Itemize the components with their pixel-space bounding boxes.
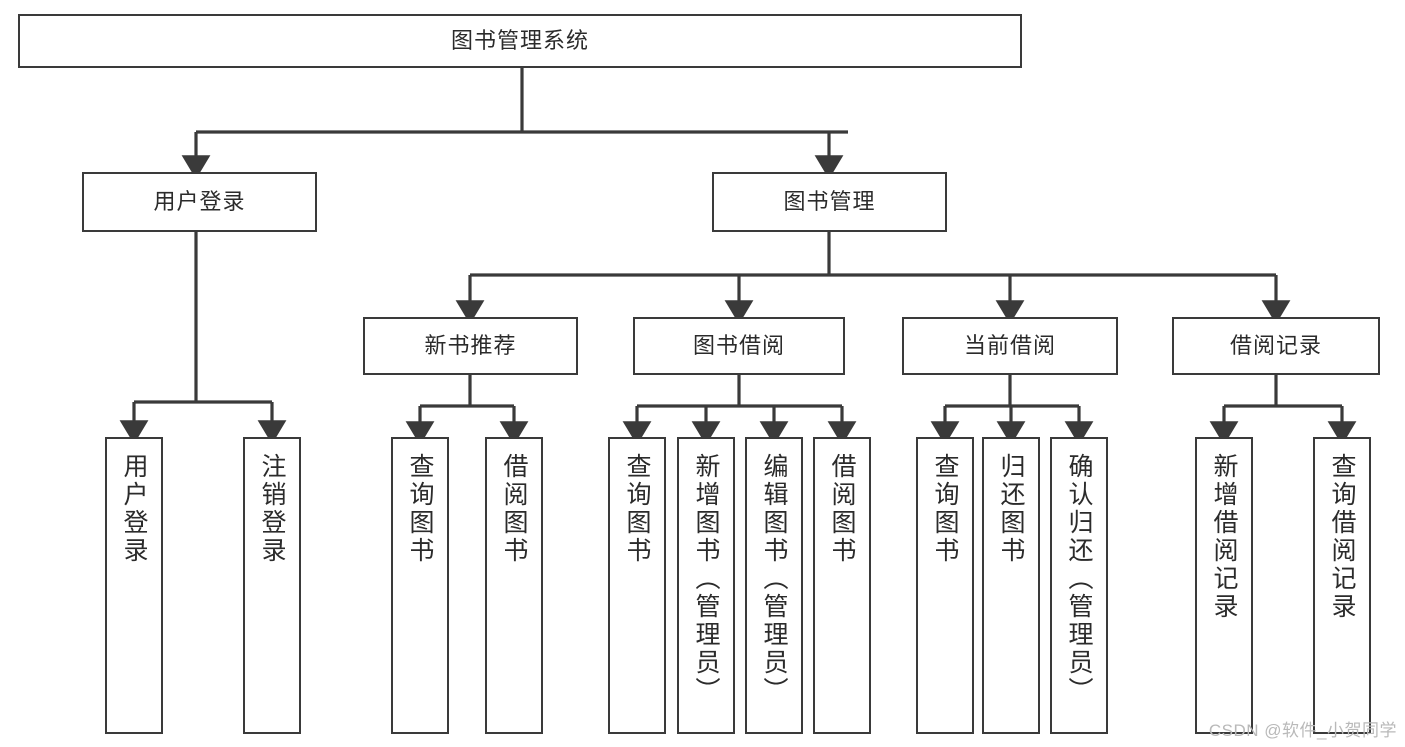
node-current-borrow[interactable]: 当前借阅 — [902, 317, 1118, 375]
node-leaf-query-book-3-label: 查询图书 — [931, 453, 959, 565]
node-current-borrow-label: 当前借阅 — [963, 333, 1056, 359]
node-leaf-borrow-book-2[interactable]: 借阅图书 — [813, 437, 871, 734]
node-leaf-query-book-2-label: 查询图书 — [623, 453, 651, 565]
node-root[interactable]: 图书管理系统 — [18, 14, 1022, 68]
node-new-book-rec-label: 新书推荐 — [424, 333, 517, 359]
node-leaf-logout-label: 注销登录 — [258, 453, 286, 565]
node-new-book-rec[interactable]: 新书推荐 — [363, 317, 578, 375]
node-leaf-add-book-label: 新增图书（管理员） — [692, 453, 720, 705]
node-book-borrow[interactable]: 图书借阅 — [633, 317, 845, 375]
node-leaf-edit-book-label: 编辑图书（管理员） — [760, 453, 788, 705]
node-user-login-label: 用户登录 — [153, 189, 246, 215]
node-leaf-confirm-return[interactable]: 确认归还（管理员） — [1050, 437, 1108, 734]
node-leaf-add-book[interactable]: 新增图书（管理员） — [677, 437, 735, 734]
node-leaf-user-login[interactable]: 用户登录 — [105, 437, 163, 734]
node-leaf-query-book-2[interactable]: 查询图书 — [608, 437, 666, 734]
node-book-manage-label: 图书管理 — [783, 189, 876, 215]
node-leaf-confirm-return-label: 确认归还（管理员） — [1065, 453, 1093, 705]
node-leaf-borrow-book-1-label: 借阅图书 — [500, 453, 528, 565]
node-leaf-add-record[interactable]: 新增借阅记录 — [1195, 437, 1253, 734]
node-leaf-query-record-label: 查询借阅记录 — [1328, 453, 1356, 621]
node-borrow-record-label: 借阅记录 — [1229, 333, 1322, 359]
node-leaf-borrow-book-1[interactable]: 借阅图书 — [485, 437, 543, 734]
node-leaf-add-record-label: 新增借阅记录 — [1210, 453, 1238, 621]
node-leaf-query-record[interactable]: 查询借阅记录 — [1313, 437, 1371, 734]
node-leaf-query-book-1[interactable]: 查询图书 — [391, 437, 449, 734]
node-leaf-query-book-3[interactable]: 查询图书 — [916, 437, 974, 734]
node-root-label: 图书管理系统 — [450, 28, 589, 54]
node-borrow-record[interactable]: 借阅记录 — [1172, 317, 1380, 375]
node-leaf-return-book-label: 归还图书 — [997, 453, 1025, 565]
node-leaf-user-login-label: 用户登录 — [120, 453, 148, 565]
node-leaf-logout[interactable]: 注销登录 — [243, 437, 301, 734]
node-leaf-borrow-book-2-label: 借阅图书 — [828, 453, 856, 565]
node-user-login[interactable]: 用户登录 — [82, 172, 317, 232]
node-book-manage[interactable]: 图书管理 — [712, 172, 947, 232]
node-leaf-edit-book[interactable]: 编辑图书（管理员） — [745, 437, 803, 734]
node-book-borrow-label: 图书借阅 — [692, 333, 785, 359]
node-leaf-query-book-1-label: 查询图书 — [406, 453, 434, 565]
node-leaf-return-book[interactable]: 归还图书 — [982, 437, 1040, 734]
